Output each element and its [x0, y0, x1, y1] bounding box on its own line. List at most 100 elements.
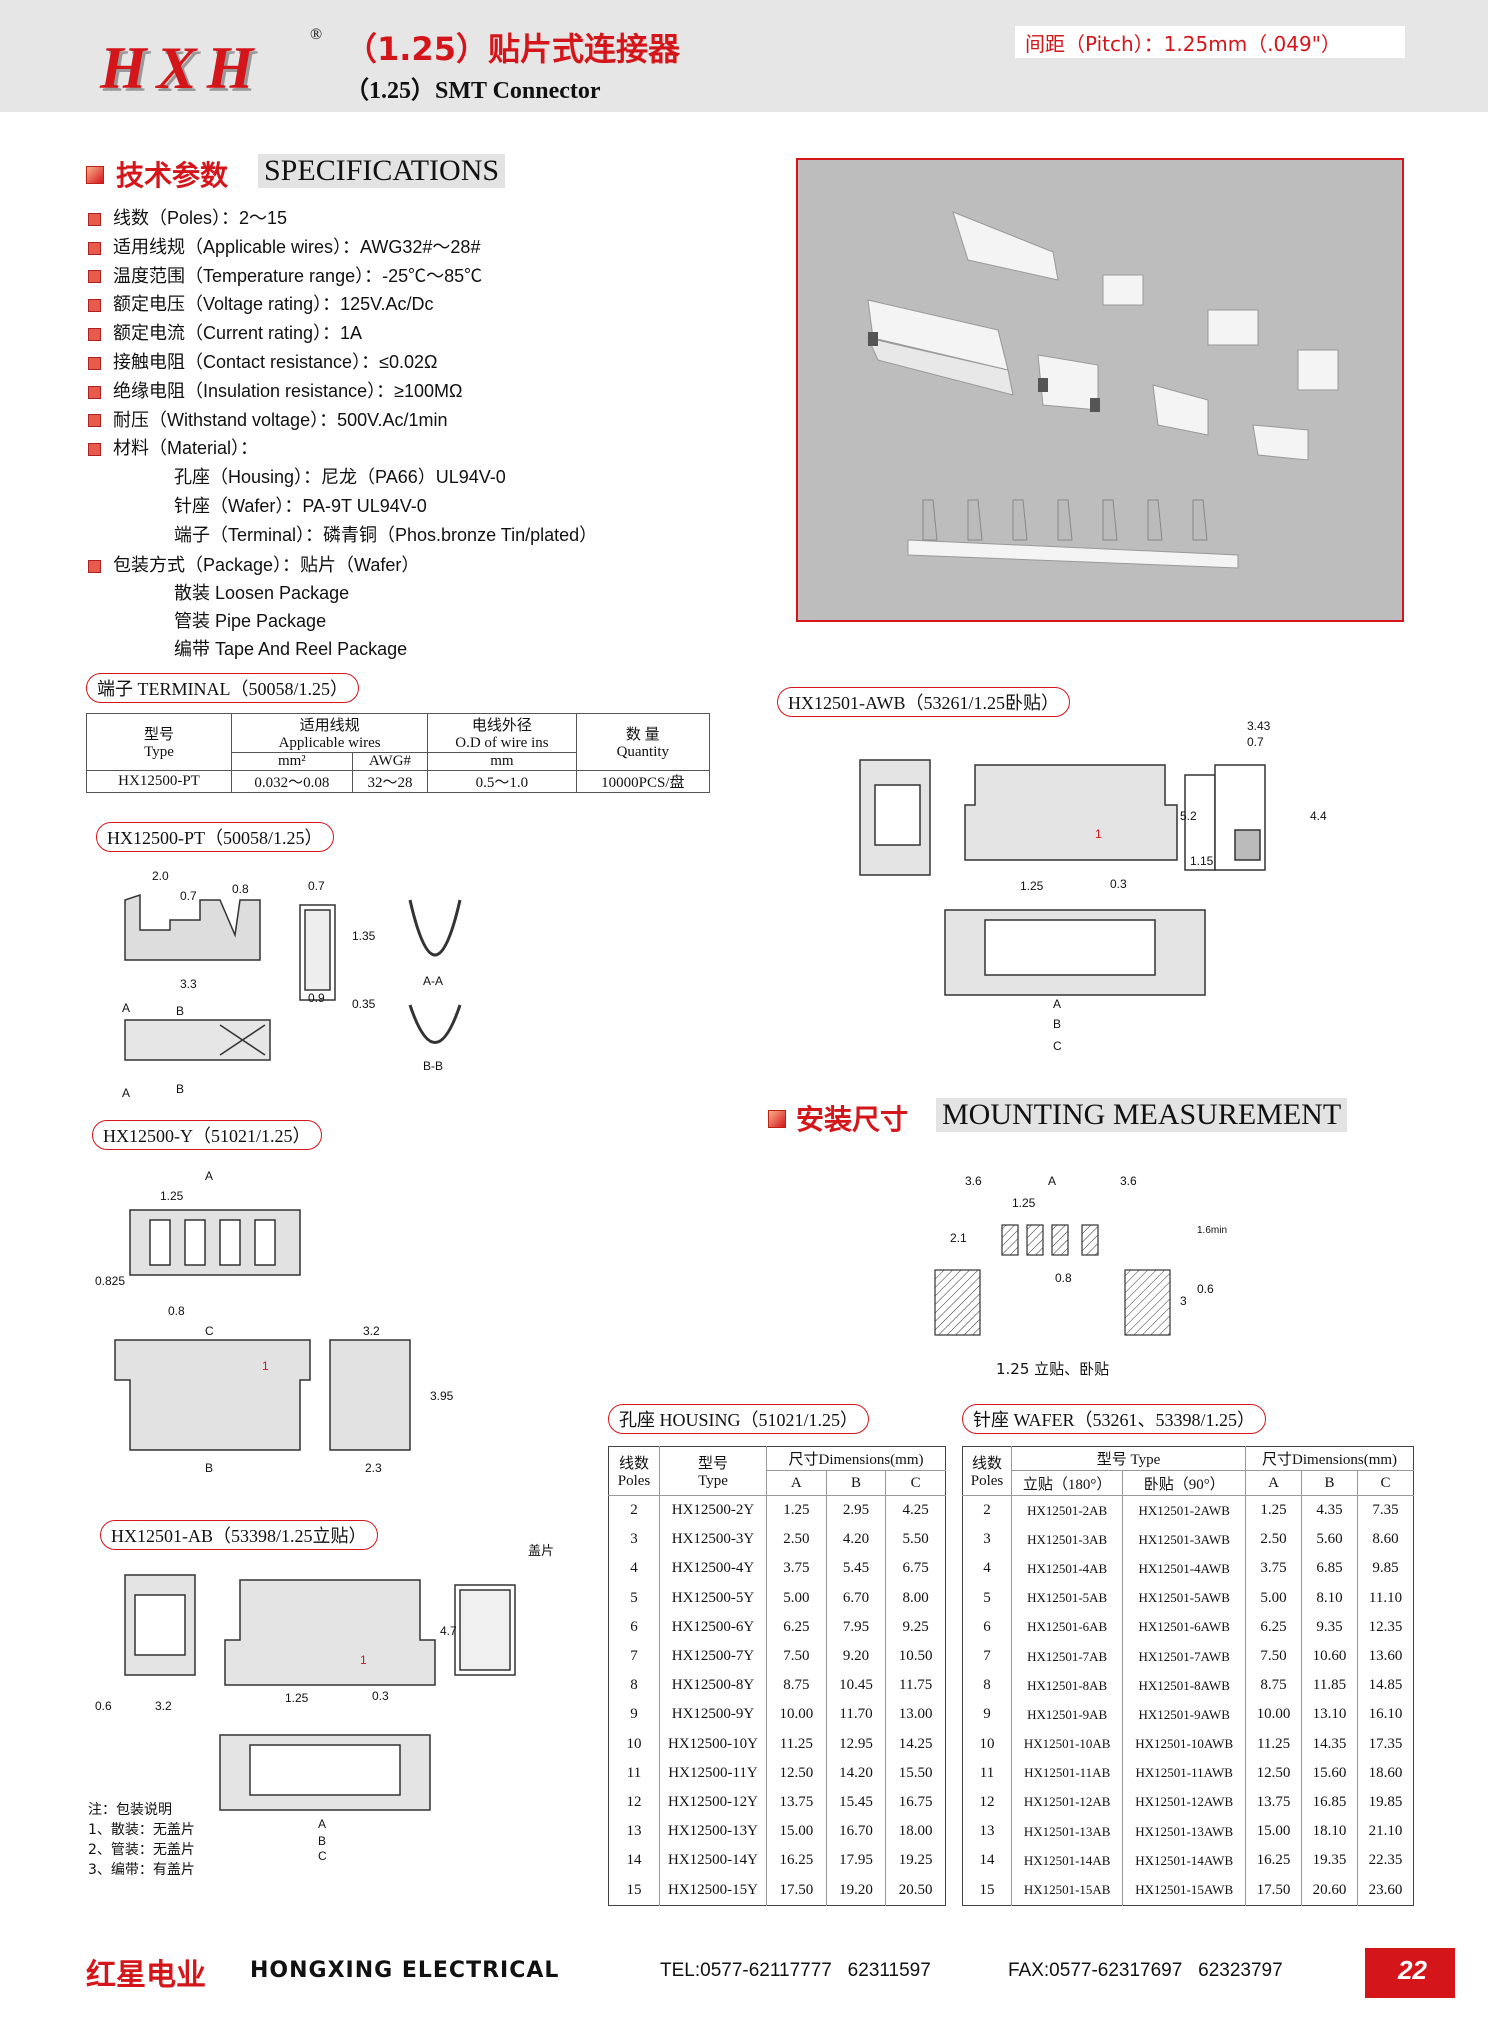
table-cell: HX12501-15AB [1010, 1875, 1123, 1906]
table-cell: HX12501-8AB [1010, 1671, 1123, 1701]
table-cell: 4 [983, 1560, 991, 1577]
table-cell: 17.50 [1245, 1875, 1302, 1906]
table-cell: 11.75 [885, 1671, 946, 1701]
table-cell: 17.95 [825, 1846, 886, 1876]
table-cell: 20.50 [885, 1875, 946, 1906]
table-cell: HX12500-4Y [659, 1554, 767, 1584]
table-cell: 4.20 [825, 1525, 886, 1555]
spec-subitem: 孔座（Housing）：尼龙（PA66）UL94V-0 [174, 467, 506, 488]
table-cell: 5.00 [1245, 1583, 1302, 1613]
connector-photo-illustration [867, 211, 1339, 569]
dim-label: B [1053, 1017, 1061, 1031]
table-cell: 8.10 [1301, 1583, 1358, 1613]
dim-label: 0.6 [95, 1699, 112, 1713]
table-cell: 1.25 [766, 1495, 827, 1526]
table-cell: 14.85 [1356, 1671, 1414, 1701]
table-cell: HX12501-6AWB [1122, 1612, 1246, 1642]
col-b: B [825, 1470, 886, 1496]
dim-label: 3.95 [430, 1389, 454, 1403]
dim-label: A [1053, 997, 1061, 1011]
table-cell: 11.25 [766, 1729, 827, 1759]
specs-heading-cn: 技术参数 [116, 159, 229, 192]
spec-subitem: 编带 Tape And Reel Package [174, 638, 408, 659]
dim-label: B [318, 1834, 326, 1848]
pt-drawing: 2.0 0.7 0.8 0.7 1.35 3.3 0.9 0.35 A-A B-… [122, 869, 462, 1100]
registered-mark: ® [310, 26, 323, 43]
table-cell: 5 [630, 1589, 638, 1606]
table-cell: 8 [630, 1677, 638, 1694]
table-cell: 16.70 [825, 1817, 886, 1847]
table-cell: HX12501-14AB [1010, 1846, 1123, 1876]
dim-label: 1 [360, 1653, 367, 1667]
section-icon [768, 1110, 786, 1128]
dim-label: 0.3 [372, 1689, 389, 1703]
table-cell: 7.50 [766, 1641, 827, 1672]
mount-caption: 1.25 立贴、卧贴 [996, 1360, 1110, 1378]
table-cell: 5.60 [1301, 1525, 1358, 1555]
table-cell: 3.75 [1245, 1554, 1302, 1584]
notes-block: 注：包装说明 1、散装：无盖片 2、管装：无盖片 3、编带：有盖片 [88, 1800, 195, 1880]
terminal-label: 端子 TERMINAL（50058/1.25） [86, 673, 359, 703]
dim-label: 0.825 [95, 1274, 125, 1288]
table-cell: 3.75 [766, 1554, 827, 1584]
table-cell: HX12501-11AWB [1122, 1758, 1246, 1788]
table-cell: 4.25 [885, 1495, 946, 1526]
table-cell: 3 [630, 1531, 638, 1548]
table-cell: 6.75 [885, 1554, 946, 1584]
dim-label: 1 [262, 1359, 269, 1373]
table-cell: 9.35 [1301, 1612, 1358, 1642]
table-cell: 13.75 [1245, 1787, 1302, 1818]
table-cell: HX12501-10AWB [1122, 1729, 1246, 1759]
table-cell: 14.35 [1301, 1729, 1358, 1759]
table-cell: 14 [626, 1852, 642, 1869]
spec-item: 额定电压（Voltage rating）：125V.Ac/Dc [88, 290, 597, 319]
table-cell: 1.25 [1245, 1495, 1302, 1526]
table-cell: HX12501-13AB [1010, 1817, 1123, 1847]
dim-label: A [318, 1817, 326, 1831]
table-cell: 4.35 [1301, 1495, 1358, 1526]
table-cell: 6.70 [825, 1583, 886, 1613]
dim-label: 0.7 [180, 889, 197, 903]
dim-label: 1.25 [285, 1691, 309, 1705]
dim-label: 0.9 [308, 991, 325, 1005]
mount-drawing: 3.6 A 3.6 1.25 2.1 1.6min 0.8 3 0.6 [934, 1174, 1227, 1336]
table-cell: 15 [626, 1881, 642, 1898]
table-cell: HX12501-7AWB [1122, 1641, 1246, 1672]
table-cell: 12 [979, 1793, 995, 1810]
dim-label: 1 [1095, 827, 1102, 841]
table-cell: 10.00 [1245, 1700, 1302, 1730]
table-cell: 9 [630, 1706, 638, 1723]
col-type-180: 立贴（180°） [1010, 1470, 1123, 1496]
dim-label: 1.15 [1190, 854, 1214, 868]
dim-label: 1.25 [160, 1189, 184, 1203]
dim-label: A [122, 1086, 130, 1100]
table-cell: HX12501-12AB [1010, 1787, 1123, 1818]
table-cell: 19.20 [825, 1875, 886, 1906]
product-photo [796, 158, 1404, 622]
y-drawing: A 1.25 0.825 0.8 C 3.2 3.95 B 2.3 1 [95, 1169, 454, 1475]
table-cell: 11.10 [1356, 1583, 1414, 1613]
dim-label: C [1053, 1039, 1062, 1053]
dim-label: 0.3 [1110, 877, 1127, 891]
table-cell: HX12500-13Y [659, 1817, 767, 1847]
dim-label: A [122, 1001, 130, 1015]
table-cell: HX12500-11Y [659, 1758, 767, 1788]
dim-label: A [1048, 1174, 1056, 1188]
table-cell: HX12500-5Y [659, 1583, 767, 1613]
